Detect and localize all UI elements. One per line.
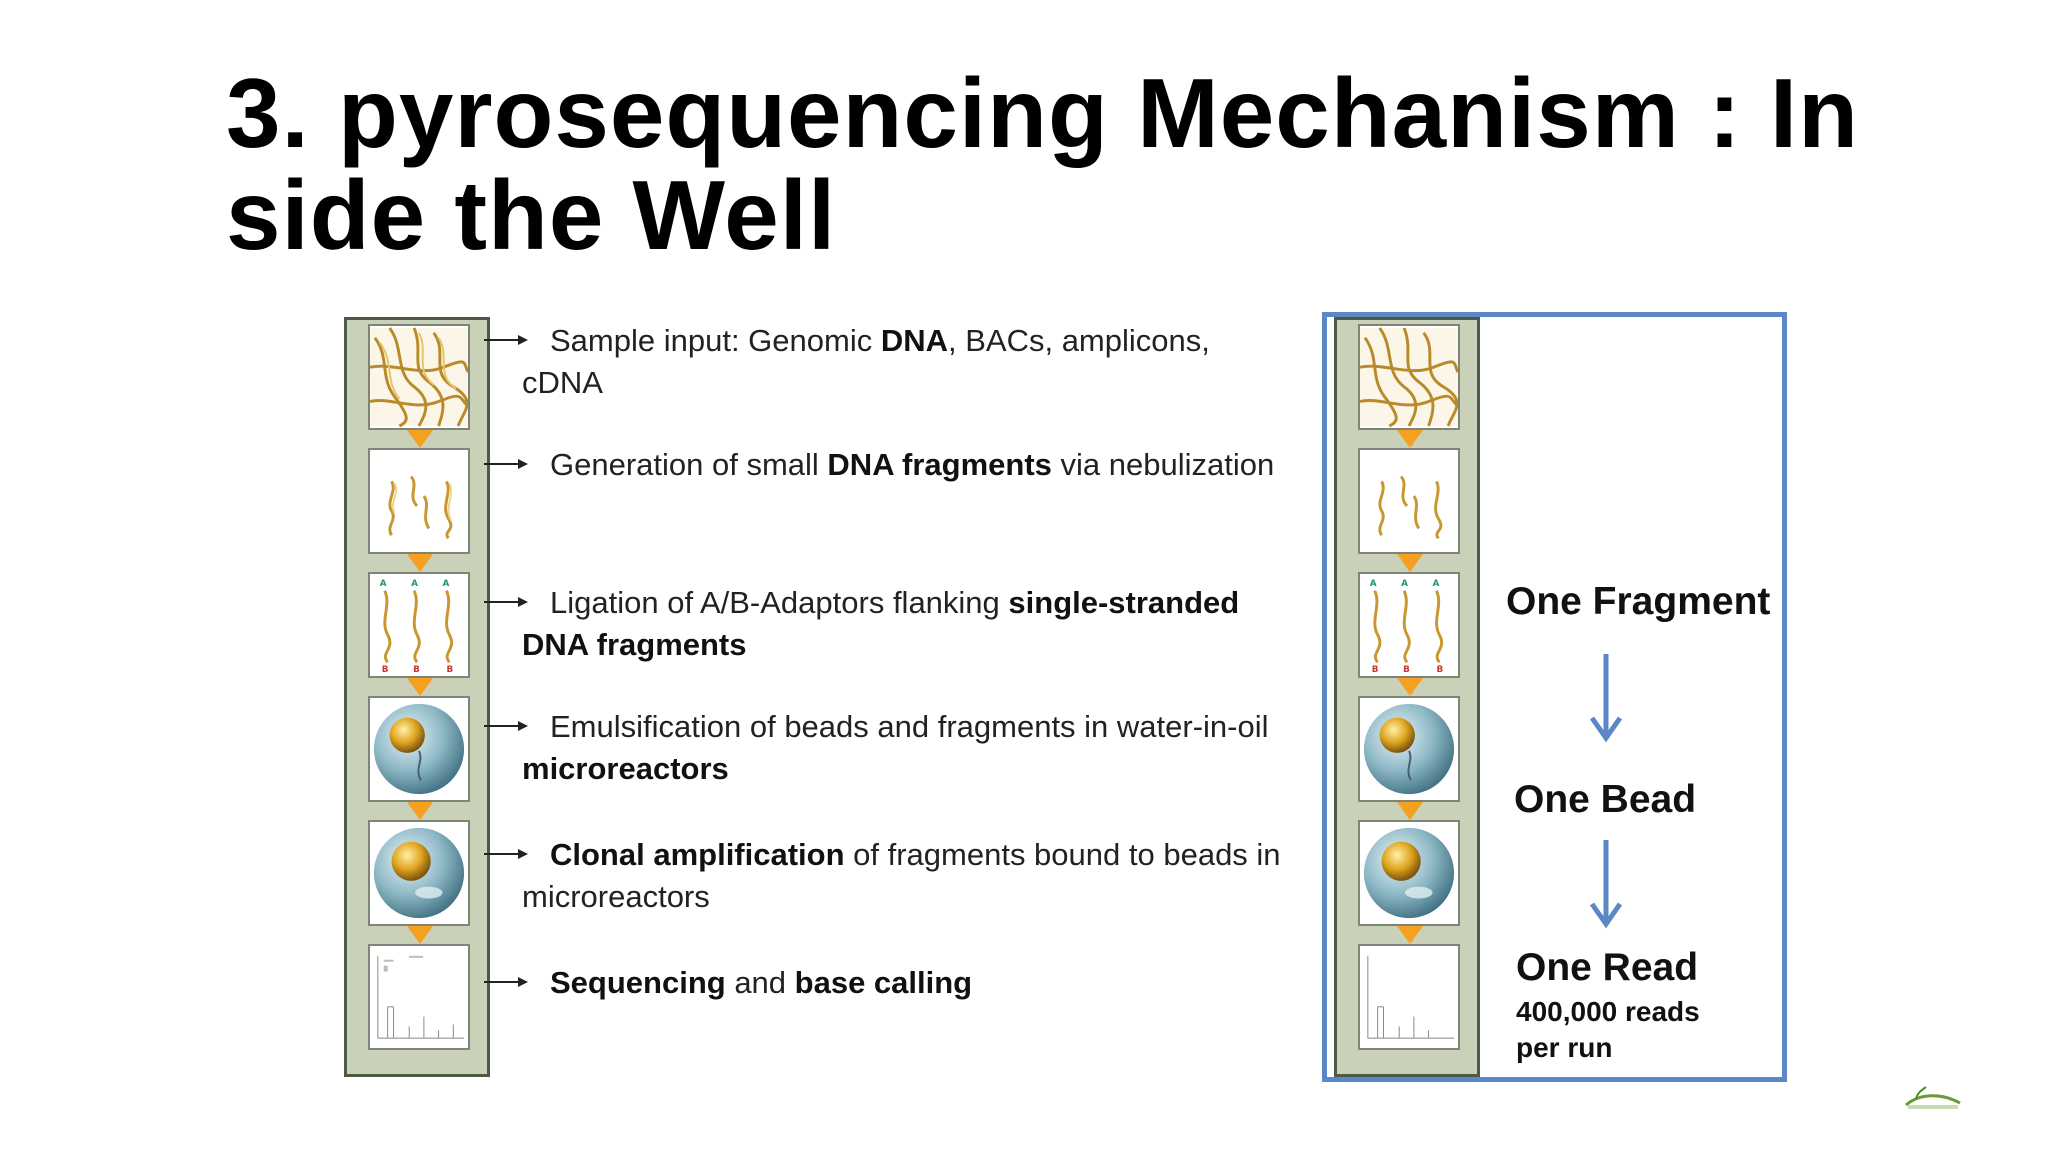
adaptor-ligation-icon: A A A B B B [368,572,470,678]
step-down-arrow [407,678,433,696]
outcome-one-read: One Read [1516,946,1699,989]
step-text-bold: DNA [880,323,948,358]
step-down-arrow [1397,926,1423,944]
bead-emulsion-icon [368,696,470,802]
svg-text:B: B [446,665,453,675]
bead-emulsion-icon [1358,696,1460,802]
dna-fragments-icon [1358,448,1460,554]
svg-text:A: A [411,579,418,589]
svg-text:A: A [1401,579,1408,589]
step-text: Clonal amplification of fragments bound … [522,834,1282,918]
process-steps: Sample input: Genomic DNA, BACs, amplico… [484,0,1284,1152]
svg-text:A: A [380,579,387,589]
dna-genomic-icon [1358,324,1460,430]
slide-title-line2: side the Well [226,160,837,270]
outcome-one-fragment: One Fragment [1506,580,1771,623]
slide-title-line1: 3. pyrosequencing Mechanism : In [226,58,1860,168]
outcome-image-strip: A A A B B B [1334,317,1480,1077]
right-arrow-icon [484,720,528,732]
outcome-reads-per-run-line1: 400,000 reads [1516,996,1700,1027]
down-arrow-icon [1588,654,1624,744]
step-down-arrow [1397,678,1423,696]
svg-text:B: B [1403,665,1410,675]
process-image-strip: A A A B B B [344,317,490,1077]
step-text: Sample input: Genomic DNA, BACs, amplico… [522,320,1282,404]
right-arrow-icon [484,848,528,860]
svg-text:B: B [413,665,420,675]
right-arrow-icon [484,596,528,608]
step-text-run: Emulsification of beads and fragments in… [550,709,1269,744]
step-text-run: Ligation of A/B-Adaptors flanking [550,585,1009,620]
right-arrow-icon [484,458,528,470]
slide-title: 3. pyrosequencing Mechanism : In side th… [226,62,1926,266]
svg-text:A: A [443,579,450,589]
step-text-bold: base calling [794,965,973,1000]
channel-logo-icon [1902,1083,1964,1113]
step-text-bold: Sequencing [550,965,726,1000]
adaptor-ligation-icon: A A A B B B [1358,572,1460,678]
svg-text:B: B [1372,665,1379,675]
step-text-bold: DNA fragments [827,447,1052,482]
dna-fragments-icon [368,448,470,554]
step-text-run: Sample input: Genomic [550,323,881,358]
step-down-arrow [407,554,433,572]
step-text: Generation of small DNA fragments via ne… [522,444,1282,486]
step-down-arrow [407,926,433,944]
sequencing-chart-icon [368,944,470,1050]
step-text-run: , BACs, amplicons, cDNA [522,323,1210,400]
step-down-arrow [1397,802,1423,820]
step-text-run: of fragments bound to beads in microreac… [522,837,1281,914]
svg-text:B: B [1436,665,1443,675]
step-down-arrow [407,802,433,820]
step-text-bold: microreactors [522,751,729,786]
outcome-box [1322,312,1787,1082]
svg-text:A: A [1370,579,1377,589]
dna-genomic-icon [368,324,470,430]
down-arrow-icon [1588,840,1624,930]
step-text-bold: single-stranded DNA fragments [522,585,1240,662]
sequencing-chart-icon [1358,944,1460,1050]
step-down-arrow [1397,554,1423,572]
step-text: Ligation of A/B-Adaptors flanking single… [522,582,1282,666]
svg-text:B: B [382,665,389,675]
right-arrow-icon [484,334,528,346]
svg-text:A: A [1433,579,1440,589]
right-arrow-icon [484,976,528,988]
step-down-arrow [407,430,433,448]
outcome-one-bead: One Bead [1514,778,1697,821]
step-text: Sequencing and base calling [522,962,1282,1004]
outcome-reads-per-run-line2: per run [1516,1032,1613,1063]
step-text-run: and [725,965,795,1000]
step-text-bold: Clonal amplification [550,837,845,872]
step-text: Emulsification of beads and fragments in… [522,706,1282,790]
step-text-run: Generation of small [550,447,828,482]
step-down-arrow [1397,430,1423,448]
bead-amplification-icon [1358,820,1460,926]
bead-amplification-icon [368,820,470,926]
step-text-run: via nebulization [1051,447,1275,482]
